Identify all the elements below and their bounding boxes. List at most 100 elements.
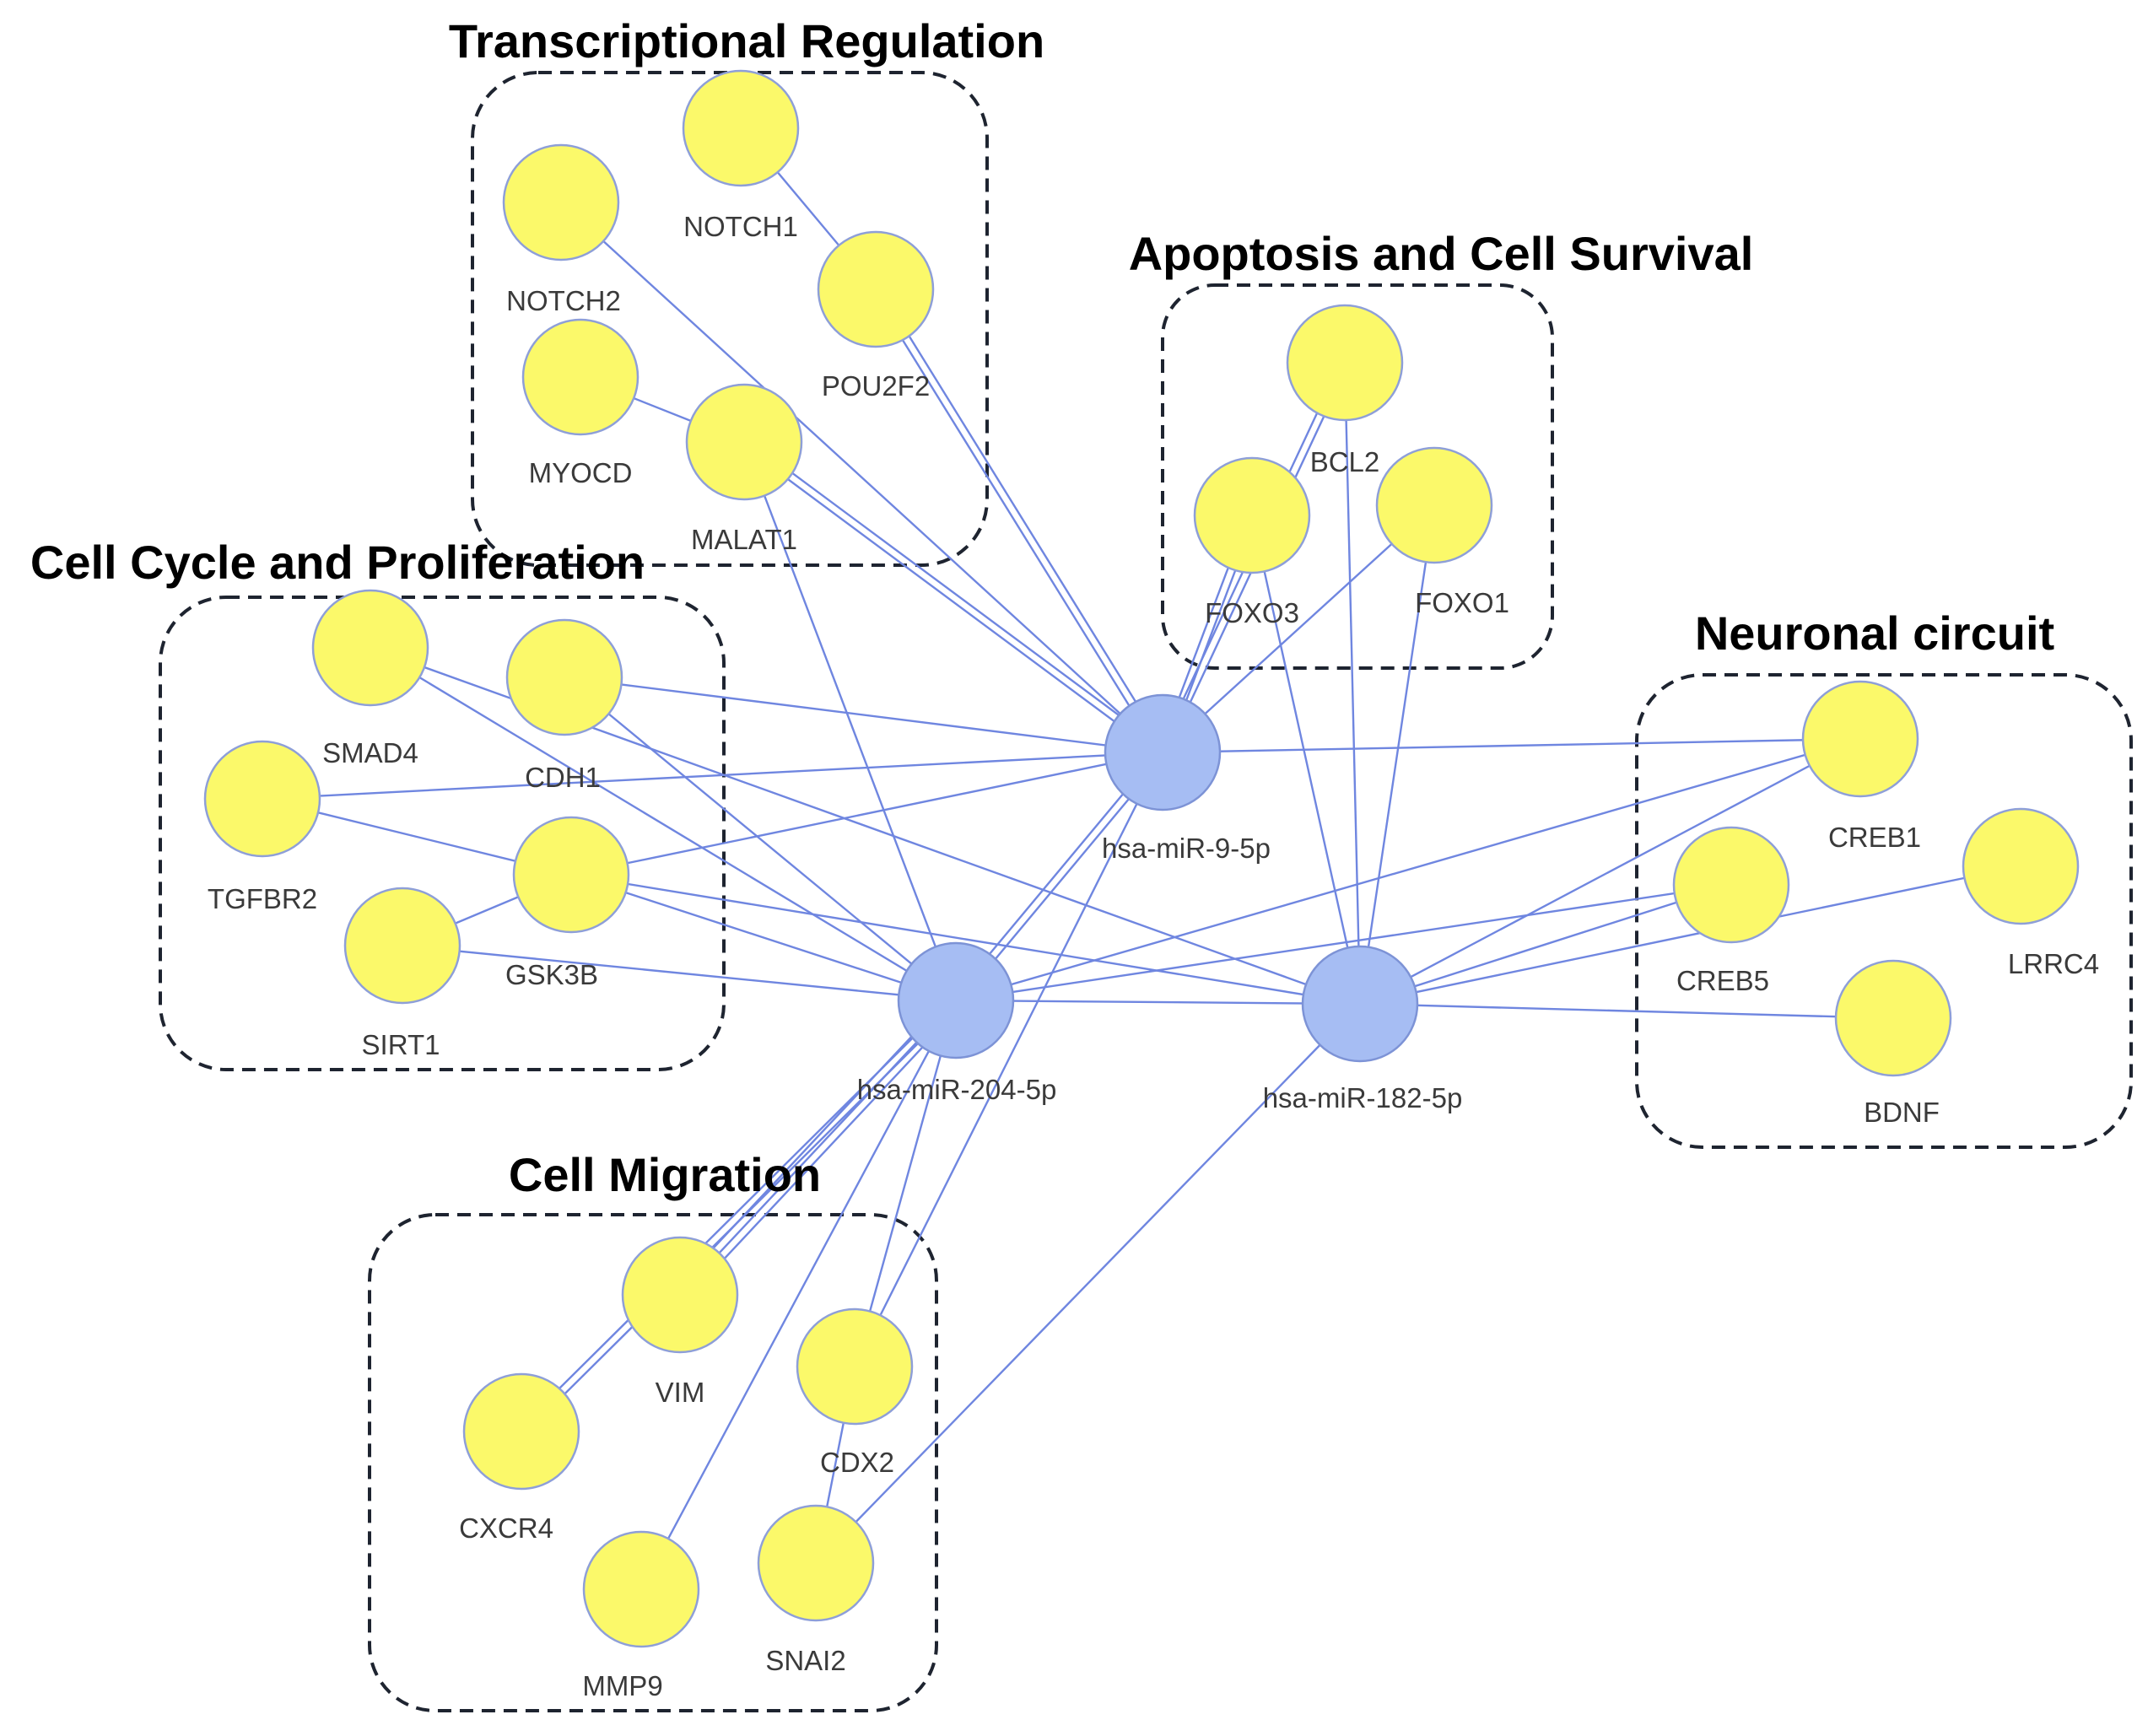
gene-circle-sirt1 (343, 887, 461, 1005)
gene-circle-foxo1 (1375, 446, 1493, 564)
edge-cdh1-mir204 (564, 677, 957, 1001)
edge-vim-mir204 (684, 1005, 963, 1302)
gene-node-foxo1: FOXO1 (1375, 446, 1509, 618)
gene-circle-vim (621, 1236, 739, 1354)
gene-node-cdx2: CDX2 (796, 1307, 914, 1478)
gene-node-sirt1: SIRT1 (343, 887, 461, 1060)
edge-tgfbr2-mir9 (262, 751, 1163, 801)
gene-label-sirt1: SIRT1 (362, 1029, 440, 1060)
edge-gsk3b-mir9 (570, 751, 1163, 876)
gene-node-notch1: NOTCH1 (682, 69, 800, 242)
edge-foxo1-mir9 (1162, 504, 1435, 753)
gene-circle-notch2 (502, 143, 620, 261)
group-box-transcriptional (471, 71, 989, 567)
group-boxes (159, 71, 2133, 1712)
gene-circle-bcl2 (1286, 304, 1404, 422)
group-title-neuronal: Neuronal circuit (1695, 607, 2054, 660)
gene-node-smad4: SMAD4 (311, 589, 429, 768)
gene-node-vim: VIM (621, 1236, 739, 1408)
edge-mmp9-mir204 (640, 1000, 958, 1590)
gene-node-creb1: CREB1 (1801, 680, 1921, 853)
gene-label-mmp9: MMP9 (582, 1670, 662, 1701)
gene-node-cxcr4: CXCR4 (459, 1372, 580, 1544)
mirna-label-mir204: hsa-miR-204-5p (857, 1074, 1057, 1105)
group-title-cellcycle: Cell Cycle and Proliferation (30, 536, 645, 589)
edge-snai2-mir182 (815, 1003, 1361, 1564)
gene-circle-cxcr4 (462, 1372, 580, 1491)
gene-label-cdx2: CDX2 (820, 1447, 894, 1478)
gene-circle-cdh1 (505, 618, 623, 736)
gene-node-gsk3b: GSK3B (505, 816, 630, 990)
mirna-node-mir204: hsa-miR-204-5p (857, 941, 1057, 1105)
edge-vim-mir204 (673, 994, 952, 1291)
gene-label-gsk3b: GSK3B (505, 959, 598, 990)
mirna-circle-mir204 (897, 941, 1015, 1059)
gene-label-notch1: NOTCH1 (683, 211, 798, 242)
gene-label-bdnf: BDNF (1864, 1097, 1940, 1128)
edge-cxcr4-mir204 (517, 996, 954, 1430)
gene-label-tgfbr2: TGFBR2 (208, 883, 317, 914)
edge-creb1-mir182 (1359, 737, 1861, 1005)
edge-creb1-mir204 (955, 737, 1861, 1002)
gene-label-notch2: NOTCH2 (506, 285, 621, 316)
gene-circle-notch1 (682, 69, 800, 187)
gene-node-snai2: SNAI2 (757, 1504, 875, 1676)
gene-label-cxcr4: CXCR4 (459, 1512, 553, 1544)
gene-circle-bdnf (1834, 959, 1952, 1077)
edge-bcl2-mir182 (1343, 362, 1362, 1005)
gene-circle-lrrc4 (1962, 807, 2080, 925)
edge-gsk3b-mir182 (570, 873, 1361, 1005)
gene-node-tgfbr2: TGFBR2 (203, 740, 321, 914)
edge-cxcr4-mir204 (523, 1002, 960, 1436)
gene-label-pou2f2: POU2F2 (822, 370, 930, 402)
gene-node-notch2: NOTCH2 (502, 143, 621, 316)
gene-label-foxo3: FOXO3 (1205, 597, 1299, 628)
gene-circle-creb5 (1672, 826, 1790, 944)
gene-label-cdh1: CDH1 (525, 762, 601, 793)
gene-circle-tgfbr2 (203, 740, 321, 858)
edge-malat1-mir9 (741, 444, 1162, 757)
gene-node-lrrc4: LRRC4 (1962, 807, 2099, 979)
mirna-label-mir182: hsa-miR-182-5p (1263, 1082, 1463, 1113)
gene-node-pou2f2: POU2F2 (817, 230, 935, 402)
group-box-neuronal (1635, 673, 2133, 1149)
mirna-label-mir9: hsa-miR-9-5p (1102, 833, 1271, 864)
edge-lrrc4-mir182 (1359, 865, 2021, 1005)
edge-cdx2-mir9 (853, 752, 1164, 1367)
gene-circle-gsk3b (512, 816, 630, 934)
edge-creb5-mir182 (1359, 883, 1732, 1005)
gene-node-myocd: MYOCD (521, 318, 640, 488)
group-box-apoptosis (1161, 283, 1554, 670)
edges (262, 127, 2021, 1590)
edge-pou2f2-mir9 (872, 290, 1161, 756)
edge-malat1-mir9 (745, 438, 1166, 751)
edge-cdx2-mir204 (853, 1000, 958, 1367)
mirna-node-mir9: hsa-miR-9-5p (1102, 693, 1271, 864)
mirna-node-mir182: hsa-miR-182-5p (1263, 945, 1463, 1113)
gene-circle-cdx2 (796, 1307, 914, 1426)
edge-notch2-mir9 (560, 202, 1163, 753)
edge-cdh1-mir9 (564, 676, 1163, 754)
group-title-apoptosis: Apoptosis and Cell Survival (1129, 227, 1754, 280)
gene-label-snai2: SNAI2 (765, 1645, 845, 1676)
gene-circle-creb1 (1801, 680, 1919, 798)
gene-label-smad4: SMAD4 (322, 737, 418, 768)
gene-circle-myocd (521, 318, 640, 436)
edge-foxo3-mir182 (1250, 515, 1362, 1005)
group-box-cellcycle (159, 596, 726, 1071)
group-titles: Transcriptional Regulation Apoptosis and… (30, 14, 2054, 1201)
edge-vim-mir204 (679, 1000, 957, 1296)
edge-gsk3b-mir204 (570, 873, 957, 1002)
edge-smad4-mir204 (370, 646, 957, 1002)
edge-mir9-creb1 (1162, 737, 1861, 754)
gene-label-vim: VIM (656, 1377, 705, 1408)
mirna-circle-mir182 (1301, 945, 1419, 1063)
edge-pou2f2-mir9 (877, 286, 1167, 752)
gene-circle-pou2f2 (817, 230, 935, 348)
gene-label-bcl2: BCL2 (1310, 446, 1380, 477)
gene-label-foxo1: FOXO1 (1415, 587, 1509, 618)
edge-creb5-mir204 (955, 883, 1732, 1002)
gene-label-lrrc4: LRRC4 (2008, 948, 2099, 979)
